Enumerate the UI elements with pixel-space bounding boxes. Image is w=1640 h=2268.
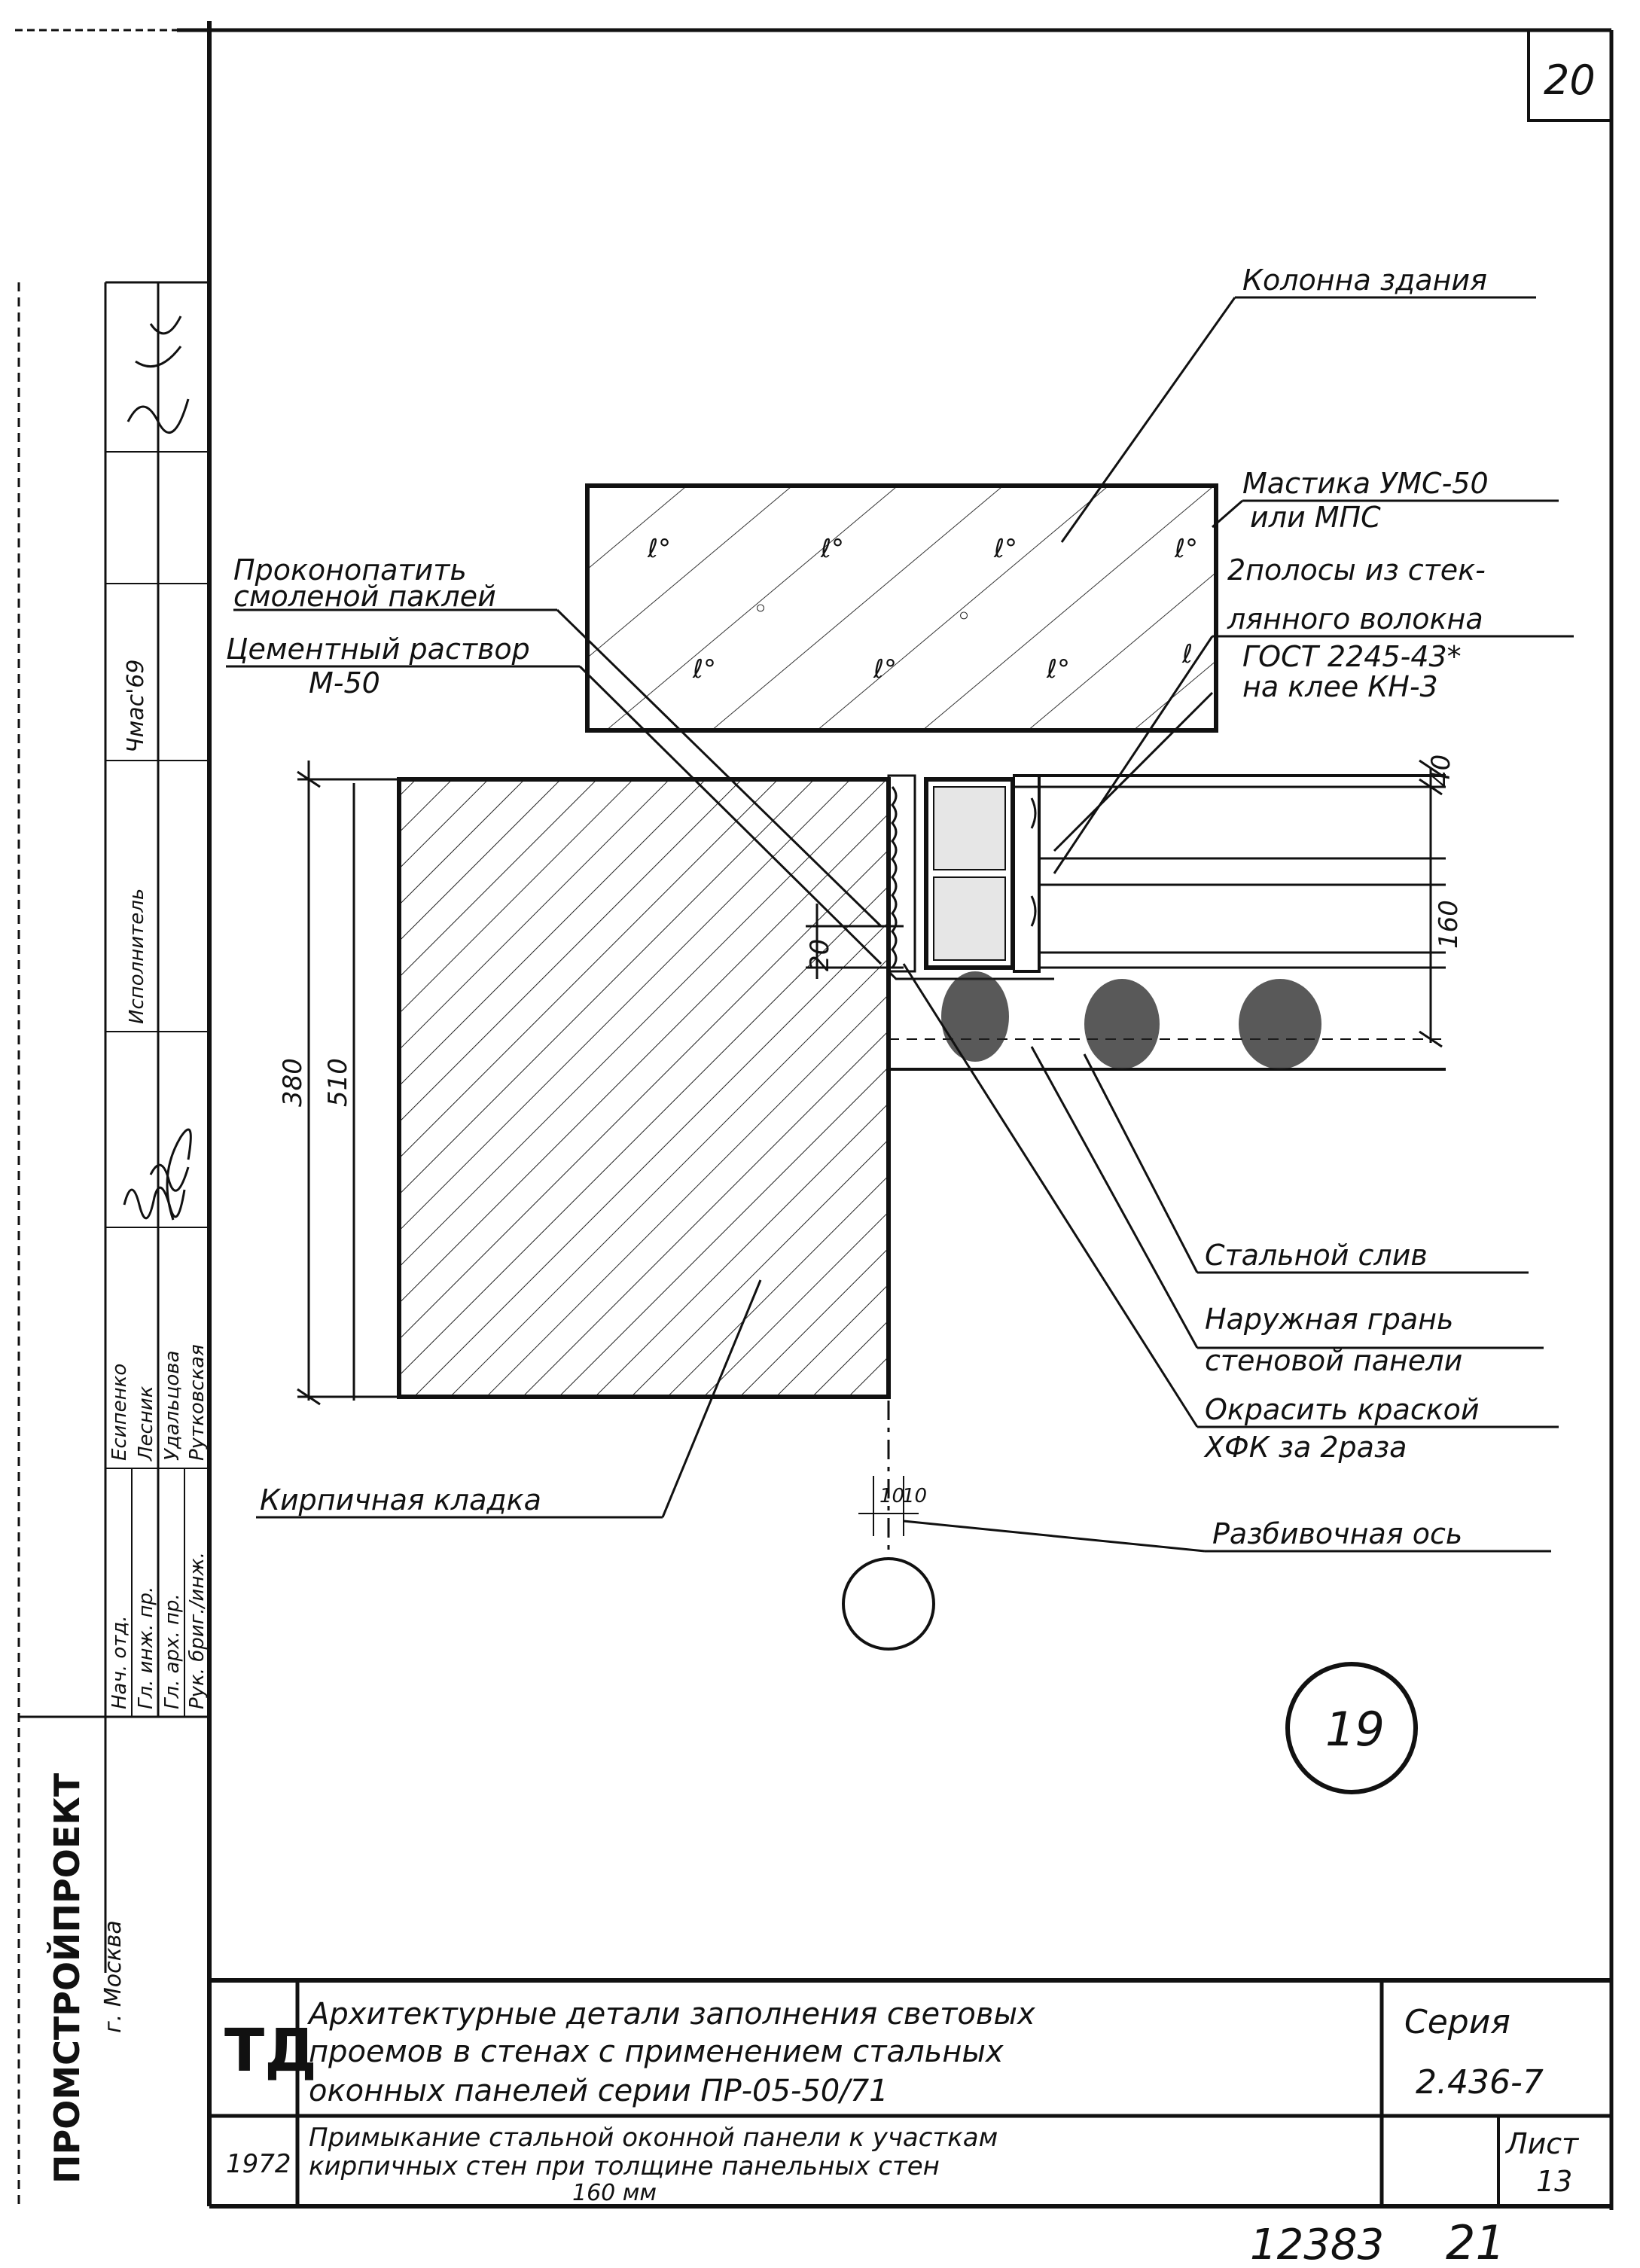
sidebar-name-3: Удальцова [161,1350,184,1461]
sidebar-column-header: Исполнитель [126,889,148,1024]
svg-text:◦: ◦ [956,602,971,632]
svg-text:◦: ◦ [753,594,768,624]
sidebar-role-3: Гл. арх. пр. [161,1593,184,1709]
svg-text:ℓ°: ℓ° [1174,534,1198,564]
svg-text:ℓ: ℓ [1181,639,1193,669]
dim-160: 160 [1434,900,1464,949]
mastic-label-1: Мастика УМС-50 [1242,467,1489,500]
paint-label-2: ХФК за 2раза [1203,1431,1407,1464]
dim-10b: 10 [902,1485,927,1507]
svg-text:ℓ°: ℓ° [873,654,897,684]
dim-20: 20 [805,939,835,971]
axis-label: Разбивочная ось [1212,1517,1462,1550]
sidebar-name-4: Рутковская [186,1344,209,1461]
archive-number: 12383 [1250,2221,1384,2268]
concrete-column: ℓ° ℓ° ℓ° ℓ° ℓ° ℓ° ℓ° ℓ ◦ ◦ [585,483,1218,733]
subtitle-line-3: 160 мм [572,2180,657,2206]
title-line-3: оконных панелей серии ПР-05-50/71 [309,2074,889,2108]
sidebar-org: ПРОМСТРОЙПРОЕКТ [47,1773,87,2184]
sidebar-text: ПРОМСТРОЙПРОЕКТ г. Москва Нач. отд. Гл. … [47,660,209,2184]
subtitle-line-2: кирпичных стен при толщине панельных сте… [309,2151,940,2181]
sheet-frame [15,21,1614,2210]
svg-text:ℓ°: ℓ° [993,534,1017,564]
mortar-label-1: Цементный раствор [226,633,530,666]
mortar-label-2: М-50 [309,666,380,700]
drip-label: Стальной слив [1205,1239,1428,1272]
leader-lines [226,296,1574,1553]
dim-10a: 10 [879,1485,904,1507]
strips-label-2: лянного волокна [1227,602,1483,636]
column-label: Колонна здания [1242,264,1487,297]
detail-number: 19 [1325,1702,1385,1757]
sidebar-role-2: Гл. инж. пр. [135,1587,157,1709]
detail-marker: 19 [1285,1662,1418,1794]
dim-40: 40 [1426,754,1456,787]
dimension-lines [297,759,1443,1406]
strips-label-1: 2полосы из стек- [1227,553,1486,587]
approval-sidebar [17,281,209,2206]
sheet-value: 13 [1536,2165,1572,2198]
svg-text:ℓ°: ℓ° [692,654,716,684]
brick-label: Кирпичная кладка [260,1483,541,1517]
brick-wall [397,777,891,1399]
title-line-2: проемов в стенах с применением стальных [309,2035,1004,2069]
face-label-2: стеновой панели [1205,1344,1462,1377]
sidebar-name-1: Есипенко [108,1364,131,1461]
sheet-label: Лист [1504,2127,1580,2160]
dimension-labels: 40 160 20 380 510 10 10 [278,754,1464,1507]
archive-page: 21 [1446,2215,1505,2268]
svg-text:ℓ°: ℓ° [647,534,671,564]
year: 1972 [226,2149,291,2179]
callout-labels: Колонна здания Мастика УМС-50 или МПС Пр… [226,264,1489,1550]
logo-td: ТД [224,2017,317,2085]
face-label-1: Наружная грань [1205,1303,1453,1336]
sidebar-city: г. Москва [100,1920,127,2033]
sidebar-role-1: Нач. отд. [108,1615,131,1709]
aggregate-marks: ℓ° ℓ° ℓ° ℓ° ℓ° ℓ° ℓ° ℓ ◦ ◦ [647,534,1198,684]
dim-380: 380 [278,1058,308,1107]
sidebar-date: Чмас'69 [123,660,149,754]
title-block-text: ТД Архитектурные детали заполнения свето… [224,1997,1580,2268]
title-block [209,1978,1611,2206]
svg-text:ℓ°: ℓ° [1046,654,1070,684]
sidebar-name-2: Лесник [135,1385,157,1462]
strips-label-3: ГОСТ 2245-43* [1242,640,1462,673]
window-panel [886,774,1446,1071]
signature-scribbles [123,316,192,1221]
series-value: 2.436-7 [1416,2063,1544,2102]
caulk-label-1: Проконопатить [233,553,467,587]
paint-label-1: Окрасить краской [1205,1393,1480,1426]
sidebar-role-4: Рук. бриг./инж. [186,1552,209,1709]
corner-number: 20 [1544,56,1596,104]
strips-label-4: на клее КН-3 [1242,670,1438,703]
caulk-label-2: смоленой паклей [233,580,496,613]
series-label: Серия [1404,2003,1510,2041]
subtitle-line-1: Примыкание стальной оконной панели к уча… [309,2123,998,2153]
svg-text:ℓ°: ℓ° [820,534,844,564]
corner-number-box: 20 [1527,30,1611,122]
title-line-1: Архитектурные детали заполнения световых [306,1997,1035,2032]
dim-510: 510 [323,1058,353,1107]
setting-out-axis [842,1401,935,1651]
mastic-label-2: или МПС [1250,501,1381,534]
insulation-blobs [941,971,1321,1069]
